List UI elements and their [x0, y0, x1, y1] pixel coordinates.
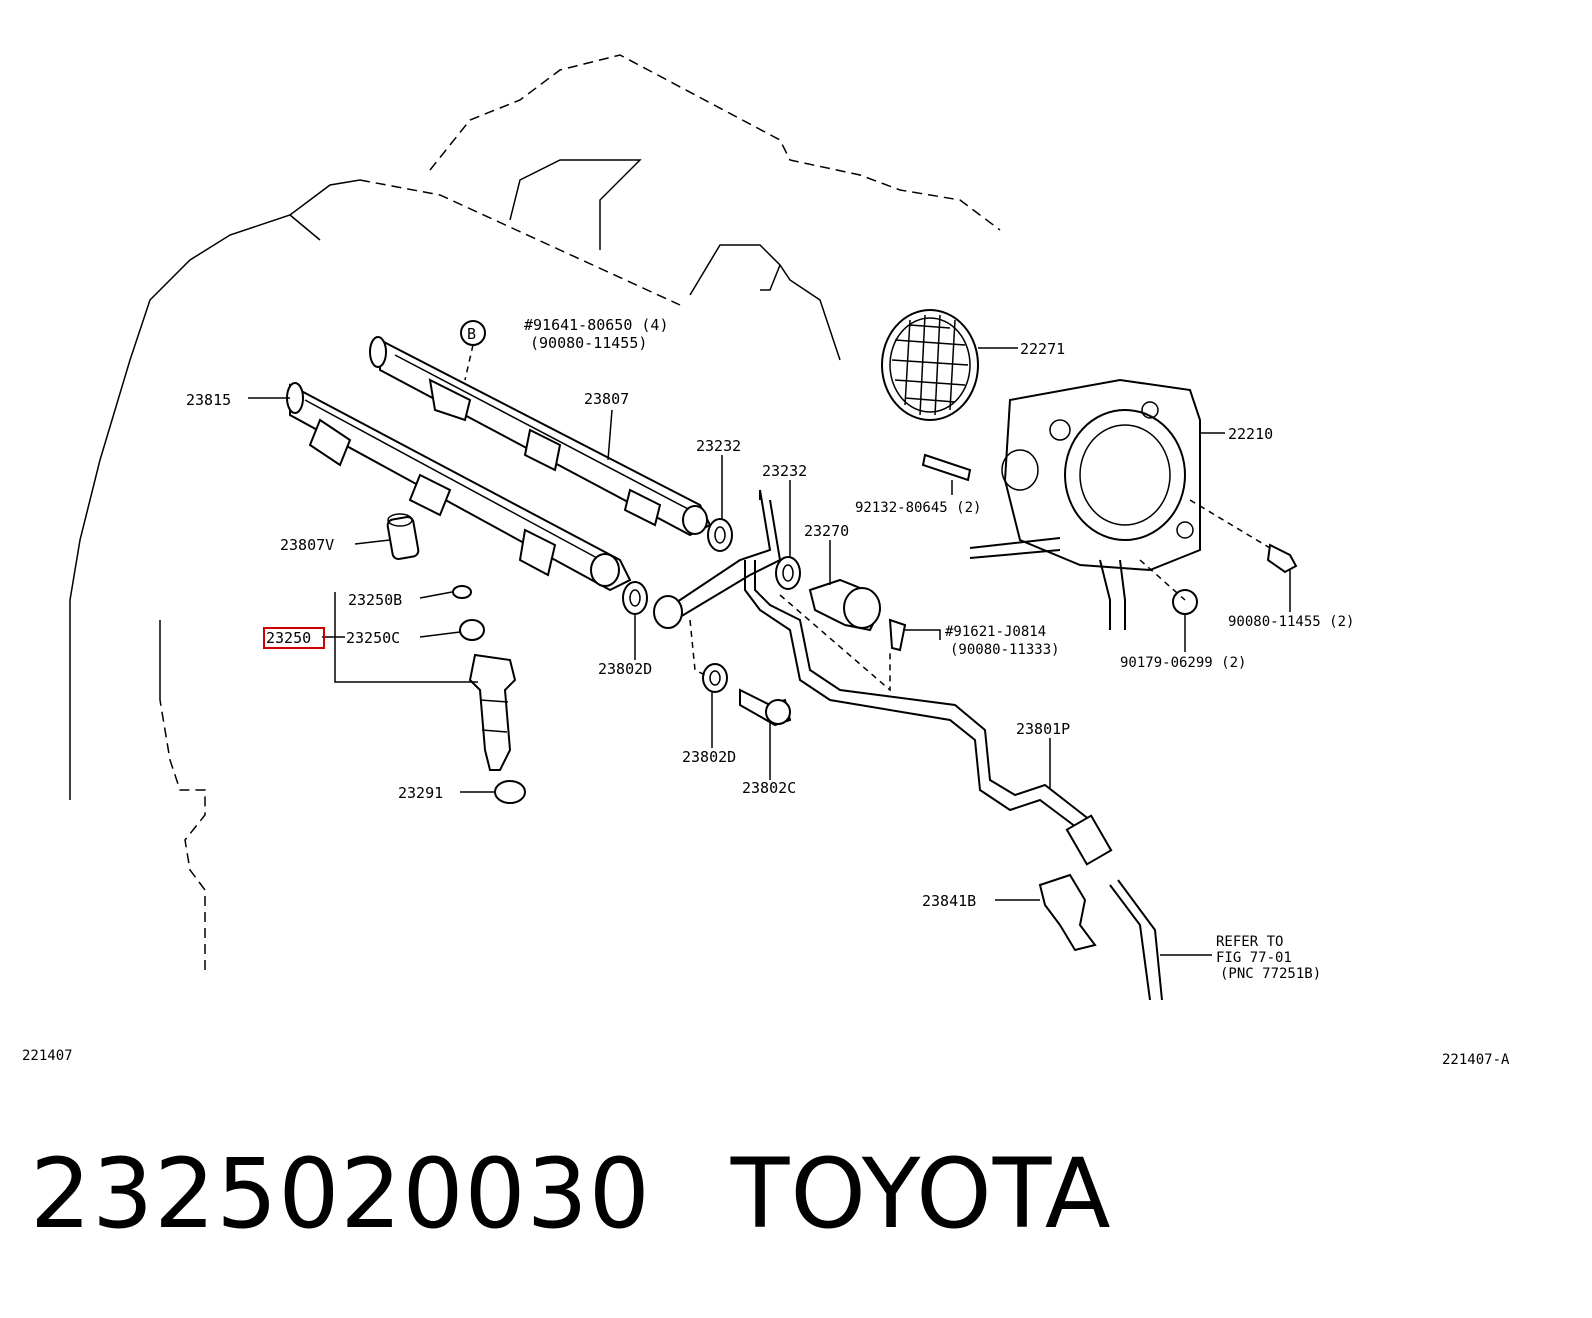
fuel-rail-front — [286, 382, 632, 592]
bracket-bolt — [888, 618, 907, 652]
label-90179: 90179-06299 (2) — [1120, 655, 1246, 671]
fuel-injector — [452, 585, 526, 804]
part-number: 2325020030 — [30, 1138, 651, 1250]
label-23815: 23815 — [186, 391, 231, 409]
label-23250: 23250 — [266, 629, 311, 647]
label-23232-b: 23232 — [762, 462, 807, 480]
label-23291: 23291 — [398, 784, 443, 802]
throttle-body — [969, 378, 1201, 630]
label-23250c: 23250C — [346, 629, 400, 647]
callout-b-circle — [460, 320, 486, 346]
label-23807v: 23807V — [280, 536, 334, 554]
throttle-bolt — [1266, 543, 1298, 574]
label-23802d-b: 23802D — [682, 748, 736, 766]
selected-part-highlight — [263, 627, 325, 649]
label-91641: #91641-80650 (4) — [524, 316, 669, 334]
label-23841b: 23841B — [922, 892, 976, 910]
spacer — [386, 513, 420, 561]
label-90080-11455-a: (90080-11455) — [530, 334, 647, 352]
label-23802c: 23802C — [742, 779, 796, 797]
gasket-set — [622, 518, 801, 693]
label-23802d-a: 23802D — [598, 660, 652, 678]
label-refer-line2: FIG 77-01 — [1216, 950, 1292, 966]
reference-lines — [464, 344, 1271, 692]
label-22271: 22271 — [1020, 340, 1065, 358]
parts-diagram: 23815 23807 B #91641-80650 (4) (90080-11… — [22, 54, 1354, 1060]
label-23801p: 23801P — [1016, 720, 1070, 738]
fuel-pipe — [653, 489, 1113, 866]
label-refer-line3: (PNC 77251B) — [1220, 966, 1321, 982]
label-22210: 22210 — [1228, 425, 1273, 443]
figure-code-left: 221407 — [22, 1048, 73, 1060]
label-b: B — [467, 325, 476, 343]
engine-outline — [69, 54, 1001, 970]
stud-bolt — [921, 453, 972, 482]
label-23250b: 23250B — [348, 591, 402, 609]
callout-labels: 23815 23807 B #91641-80650 (4) (90080-11… — [22, 316, 1354, 1060]
leader-lines — [248, 347, 1291, 956]
label-23807: 23807 — [584, 390, 629, 408]
label-90080-11333: (90080-11333) — [950, 642, 1060, 658]
pipe-clip — [1038, 873, 1097, 952]
brand-name: TOYOTA — [730, 1138, 1112, 1250]
pulsation-damper — [808, 578, 882, 632]
label-92132: 92132-80645 (2) — [855, 500, 981, 516]
figure-code-right: 221407-A — [1442, 1052, 1510, 1068]
part-caption: 2325020030 TOYOTA — [30, 1138, 1112, 1250]
nut — [1172, 589, 1198, 615]
label-91621: #91621-J0814 — [945, 624, 1046, 640]
label-90080-11455-b: 90080-11455 (2) — [1228, 614, 1354, 630]
label-23270: 23270 — [804, 522, 849, 540]
label-23232-a: 23232 — [696, 437, 741, 455]
throttle-screen — [881, 309, 979, 421]
label-refer-line1: REFER TO — [1216, 934, 1283, 950]
refer-hose — [1109, 879, 1163, 1001]
union-bolt — [739, 688, 792, 727]
fuel-rail-rear — [369, 336, 712, 537]
